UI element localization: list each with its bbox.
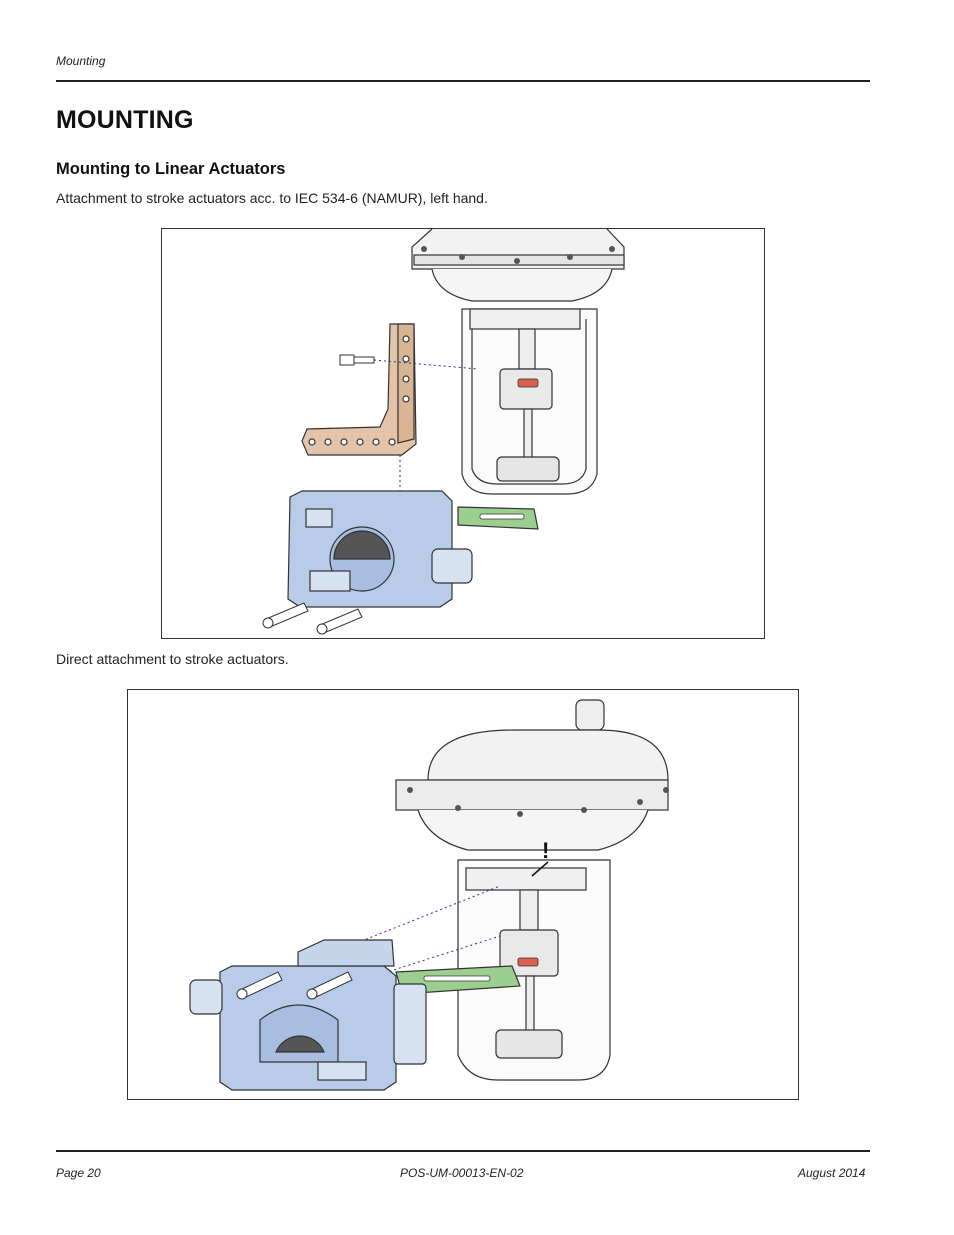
footer-doc-id: POS-UM-00013-EN-02	[400, 1166, 524, 1180]
figure-namur-mounting	[161, 228, 765, 639]
mounting-bracket	[301, 323, 417, 456]
coupling-pin	[517, 378, 539, 388]
positioner-body	[189, 939, 427, 1091]
coupling-pin	[517, 957, 539, 967]
header-rule	[56, 80, 870, 82]
footer-date: August 2014	[798, 1166, 866, 1180]
page-title: MOUNTING	[56, 106, 194, 134]
running-head: Mounting	[56, 54, 106, 68]
footer-page-number: Page 20	[56, 1166, 101, 1180]
direct-mounting-illustration: !	[189, 699, 669, 1091]
footer-rule	[56, 1150, 870, 1152]
figure2-caption: Direct attachment to stroke actuators.	[56, 651, 289, 667]
bracket-bolt	[339, 354, 375, 366]
namur-mounting-illustration	[262, 229, 625, 635]
figure1-caption: Attachment to stroke actuators acc. to I…	[56, 190, 488, 206]
section-heading: Mounting to Linear Actuators	[56, 160, 286, 178]
warning-mark: !	[542, 838, 549, 863]
figure-direct-mounting: !	[127, 689, 799, 1100]
positioner-body	[287, 490, 473, 608]
